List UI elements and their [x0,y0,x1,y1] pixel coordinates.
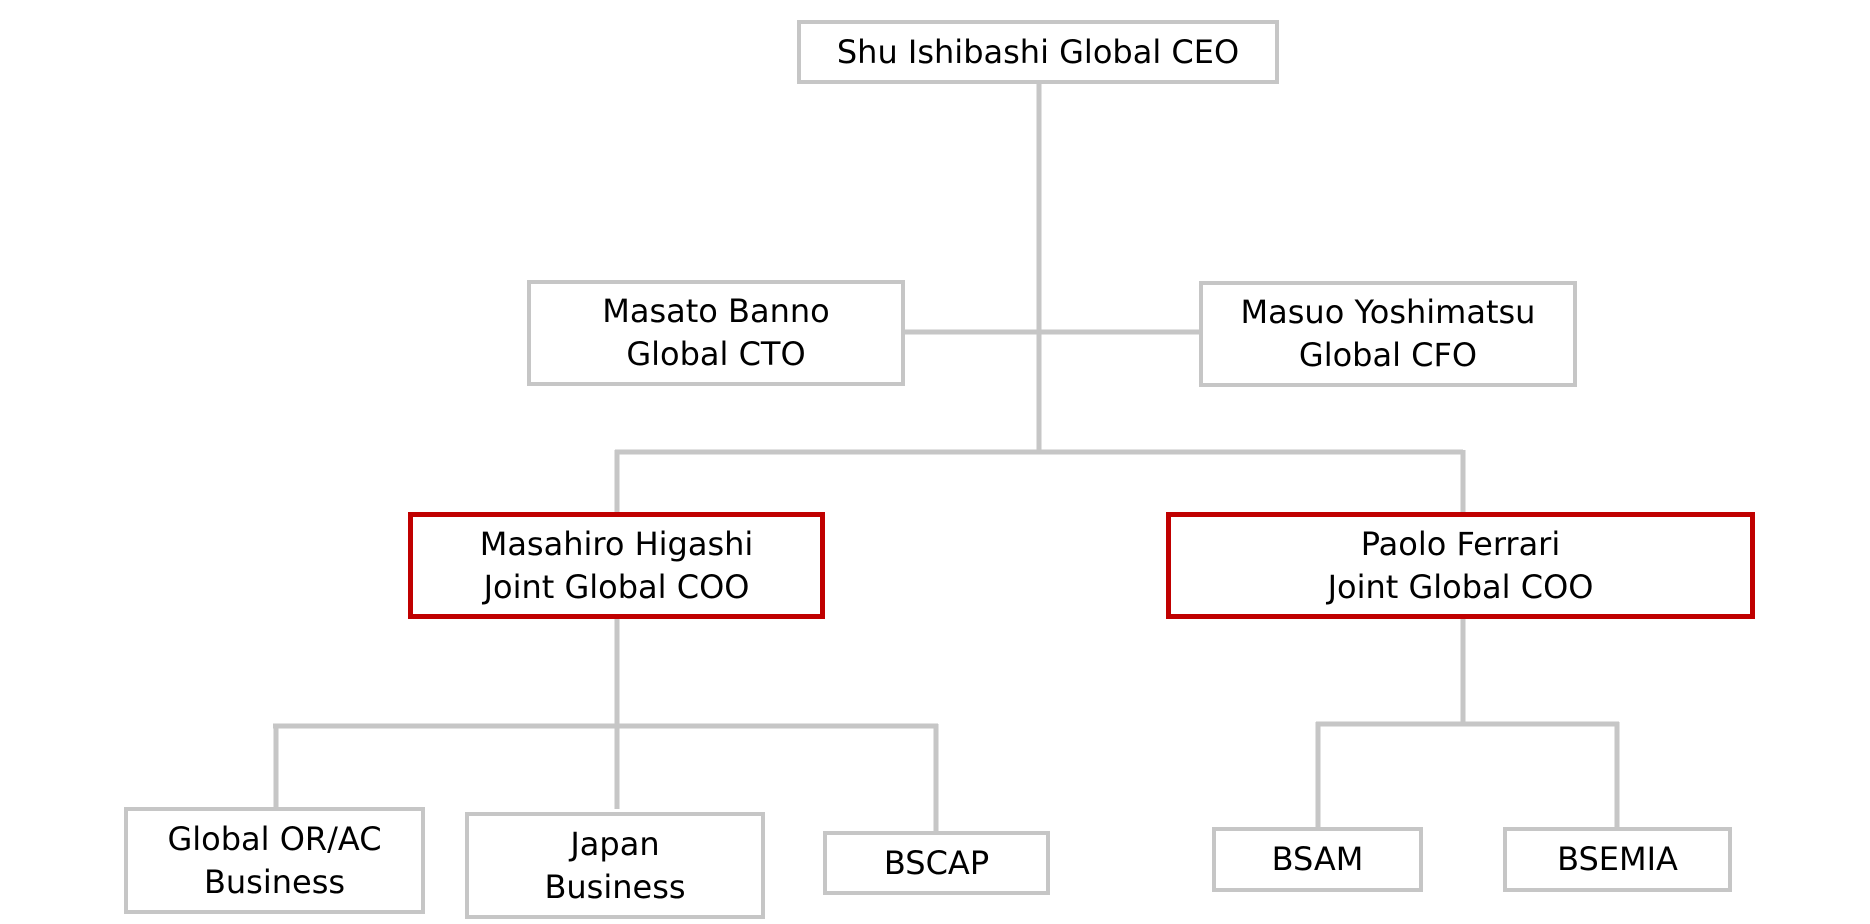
node-bsemia-line1: BSEMIA [1557,840,1678,879]
node-coo-left-title: Joint Global COO [483,567,750,606]
node-bsemia: BSEMIA [1503,827,1732,892]
node-or-ac-business-line2: Business [203,862,346,901]
connector-lines [273,82,1620,833]
node-cto-label: Masato Banno Global CTO [602,290,830,375]
node-coo-right-title: Joint Global COO [1327,567,1594,606]
node-coo-right-name: Paolo Ferrari [1360,524,1561,563]
node-bsemia-label: BSEMIA [1557,838,1678,881]
node-or-ac-business: Global OR/AC Business [124,807,425,914]
node-cto-name: Masato Banno [602,292,830,331]
node-ceo-line1: Shu Ishibashi Global CEO [836,32,1240,71]
node-japan-business-line2: Business [544,867,686,906]
node-cfo: Masuo Yoshimatsu Global CFO [1199,281,1577,387]
node-cfo-label: Masuo Yoshimatsu Global CFO [1241,291,1536,376]
node-or-ac-business-line1: Global OR/AC [167,819,382,858]
node-coo-right-label: Paolo Ferrari Joint Global COO [1328,523,1594,608]
node-cfo-name: Masuo Yoshimatsu [1240,293,1536,332]
node-coo-left: Masahiro Higashi Joint Global COO [408,512,825,619]
node-bsam-label: BSAM [1272,838,1364,881]
node-cto-title: Global CTO [626,335,806,373]
node-japan-business: Japan Business [465,812,765,919]
node-bsam: BSAM [1212,827,1423,892]
node-bscap-label: BSCAP [884,842,989,885]
node-bsam-line1: BSAM [1271,840,1364,879]
node-cto: Masato Banno Global CTO [527,280,905,386]
node-bscap-line1: BSCAP [883,843,990,882]
node-cfo-title: Global CFO [1298,336,1478,374]
node-bscap: BSCAP [823,831,1050,895]
node-or-ac-business-label: Global OR/AC Business [167,818,381,903]
node-japan-business-label: Japan Business [544,823,685,908]
node-ceo-label: Shu Ishibashi Global CEO [837,31,1239,74]
node-ceo: Shu Ishibashi Global CEO [797,20,1279,84]
node-coo-left-name: Masahiro Higashi [479,524,754,563]
node-coo-left-label: Masahiro Higashi Joint Global COO [480,523,754,608]
node-japan-business-line1: Japan [570,824,660,863]
node-coo-right: Paolo Ferrari Joint Global COO [1166,512,1755,619]
